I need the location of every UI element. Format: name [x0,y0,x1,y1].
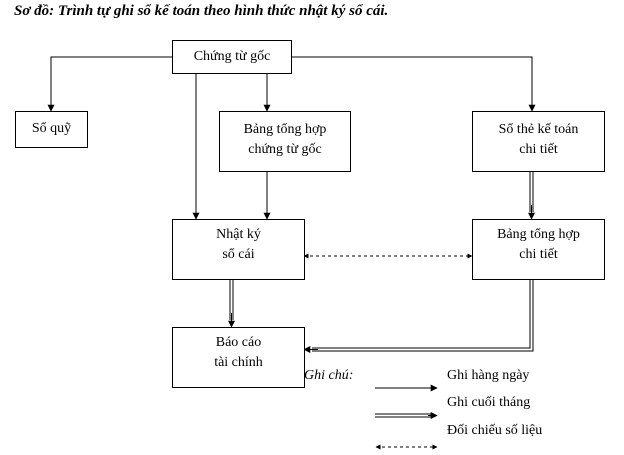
node-label: chi tiết [519,142,558,157]
edge-chungtu-soquy [47,56,172,112]
node-so-quy: Sổ quỹ [15,111,88,148]
diagram-title: Sơ đồ: Trình tự ghi sổ kế toán theo hình… [14,3,389,19]
legend-label-monthly: Ghi cuối tháng [447,395,531,410]
node-so-the-ke-toan-chi-tiet: Sổ thẻ kế toán chi tiết [472,111,605,172]
legend-label-daily: Ghi hàng ngày [447,368,530,383]
node-label: Chứng từ gốc [193,49,271,64]
node-label: Sổ quỹ [31,121,72,136]
node-label: Sổ thẻ kế toán [498,122,579,137]
node-chung-tu-goc: Chứng từ gốc [172,40,292,74]
edge-bangchitiet-baocao-a [312,279,531,349]
node-bang-tong-hop-chi-tiet: Bảng tổng hợp chi tiết [472,219,605,280]
node-nhat-ky-so-cai: Nhật ký sổ cái [172,219,305,280]
node-label: Báo cáo [215,335,262,350]
legend-label-reconcile: Đối chiếu số liệu [447,423,543,438]
edge-chungtu-sothe [291,56,536,112]
node-bao-cao-tai-chinh: Báo cáo tài chính [172,327,305,388]
node-label: Nhật ký [216,227,261,242]
node-label: chi tiết [519,247,558,262]
edge-bangchitiet-baocao-b [312,279,534,352]
legend-title: Ghi chú: [304,368,354,383]
node-label: sổ cái [222,247,255,262]
node-label: chứng từ gốc [248,142,322,157]
node-label: Bảng tổng hợp [497,227,580,242]
node-bang-tong-hop-chung-tu-goc: Bảng tổng hợp chứng từ gốc [219,111,351,172]
node-label: tài chính [214,355,263,370]
node-label: Bảng tổng hợp [243,122,327,137]
